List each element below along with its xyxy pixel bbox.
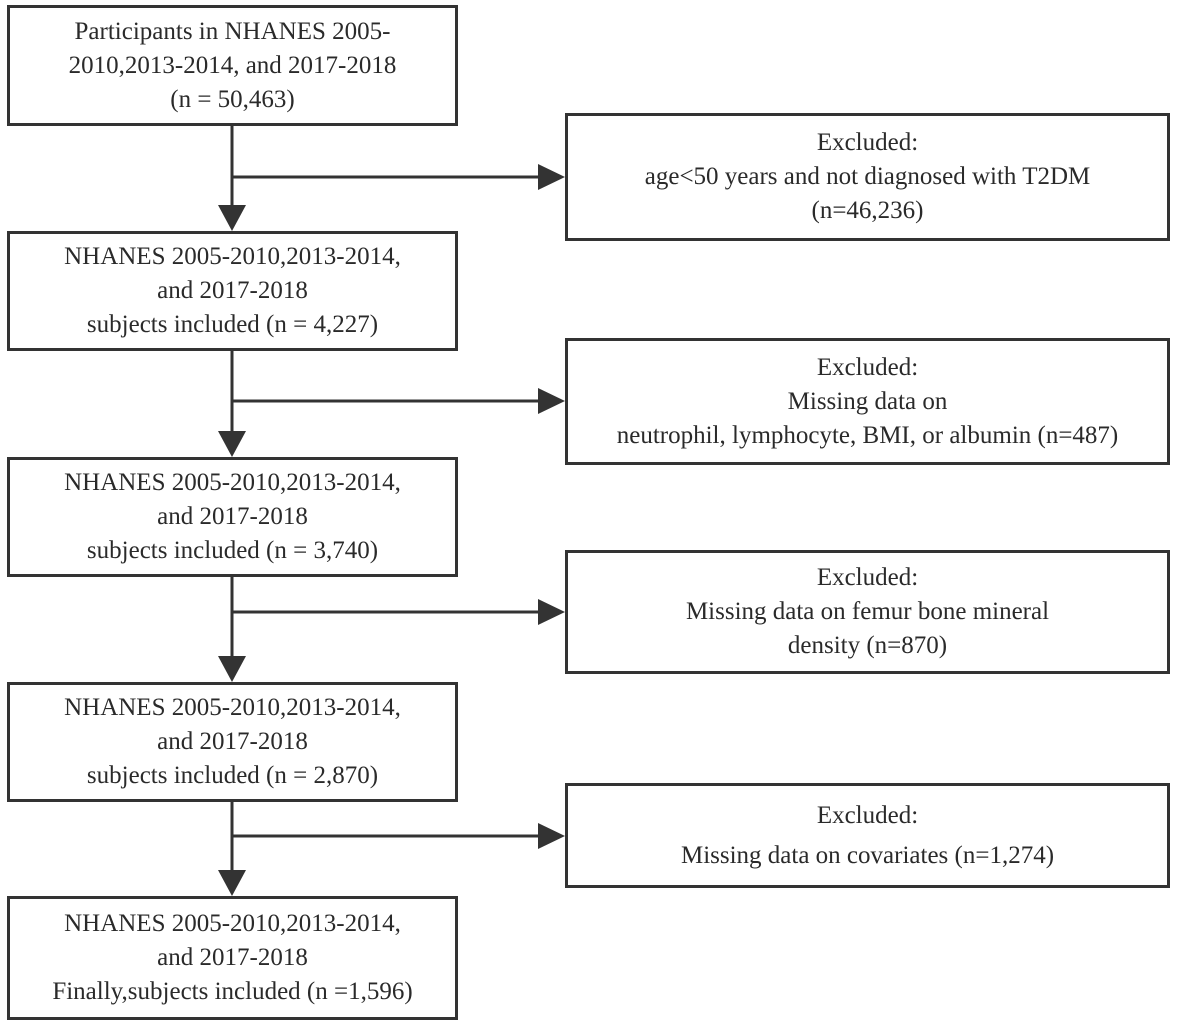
exclusion-box-1: Excluded: age<50 years and not diagnosed… [565,113,1170,241]
main-box-3-line-2: and 2017-2018 [157,503,308,530]
main-box-1: Participants in NHANES 2005- 2010,2013-2… [7,5,458,126]
main-box-2-line-3: subjects included (n = 4,227) [86,311,379,338]
down-arrowhead-1 [218,205,246,231]
main-box-4: NHANES 2005-2010,2013-2014, and 2017-201… [7,682,458,802]
side-arrowhead-2 [538,388,565,414]
side-arrowhead-1 [538,164,565,190]
exclusion-box-2-line-3: neutrophil, lymphocyte, BMI, or albumin … [616,421,1119,449]
main-box-4-line-3: subjects included (n = 2,870) [86,762,379,789]
exclusion-box-1-line-2: age<50 years and not diagnosed with T2DM [644,163,1091,190]
side-arrowhead-3 [538,599,565,625]
main-box-2-line-2: and 2017-2018 [157,277,308,304]
main-box-2-line-1: NHANES 2005-2010,2013-2014, [64,243,401,270]
exclusion-box-1-line-3: (n=46,236) [811,197,924,224]
main-box-3-line-3: subjects included (n = 3,740) [86,537,379,564]
main-box-1-line-1: Participants in NHANES 2005- [74,17,391,45]
down-arrowhead-4 [218,870,246,896]
main-box-5-line-3: Finally,subjects included (n =1,596) [52,978,413,1005]
main-box-1-line-3: (n = 50,463) [170,85,295,113]
side-arrowhead-4 [538,823,565,849]
down-arrowhead-2 [218,431,246,457]
main-box-3: NHANES 2005-2010,2013-2014, and 2017-201… [7,457,458,577]
exclusion-box-2-line-2: Missing data on [787,387,948,415]
main-box-5-line-1: NHANES 2005-2010,2013-2014, [64,910,401,937]
down-arrowhead-3 [218,656,246,682]
main-box-3-line-1: NHANES 2005-2010,2013-2014, [64,469,401,496]
exclusion-box-4-line-2: Missing data on covariates (n=1,274) [680,841,1055,869]
exclusion-box-1-line-1: Excluded: [816,129,919,156]
main-box-5-line-2: and 2017-2018 [157,944,308,971]
main-box-4-line-1: NHANES 2005-2010,2013-2014, [64,694,401,721]
exclusion-box-4: Excluded: Missing data on covariates (n=… [565,783,1170,888]
exclusion-box-3: Excluded: Missing data on femur bone min… [565,550,1170,674]
exclusion-box-3-line-1: Excluded: [816,564,919,591]
exclusion-box-4-line-1: Excluded: [816,801,919,829]
main-box-5: NHANES 2005-2010,2013-2014, and 2017-201… [7,896,458,1020]
main-box-4-line-2: and 2017-2018 [157,728,308,755]
main-box-2: NHANES 2005-2010,2013-2014, and 2017-201… [7,231,458,351]
exclusion-box-2-line-1: Excluded: [816,353,919,381]
exclusion-box-3-line-3: density (n=870) [787,632,948,659]
exclusion-box-2: Excluded: Missing data on neutrophil, ly… [565,338,1170,465]
main-box-1-line-2: 2010,2013-2014, and 2017-2018 [68,51,397,79]
exclusion-box-3-line-2: Missing data on femur bone mineral [685,598,1050,625]
